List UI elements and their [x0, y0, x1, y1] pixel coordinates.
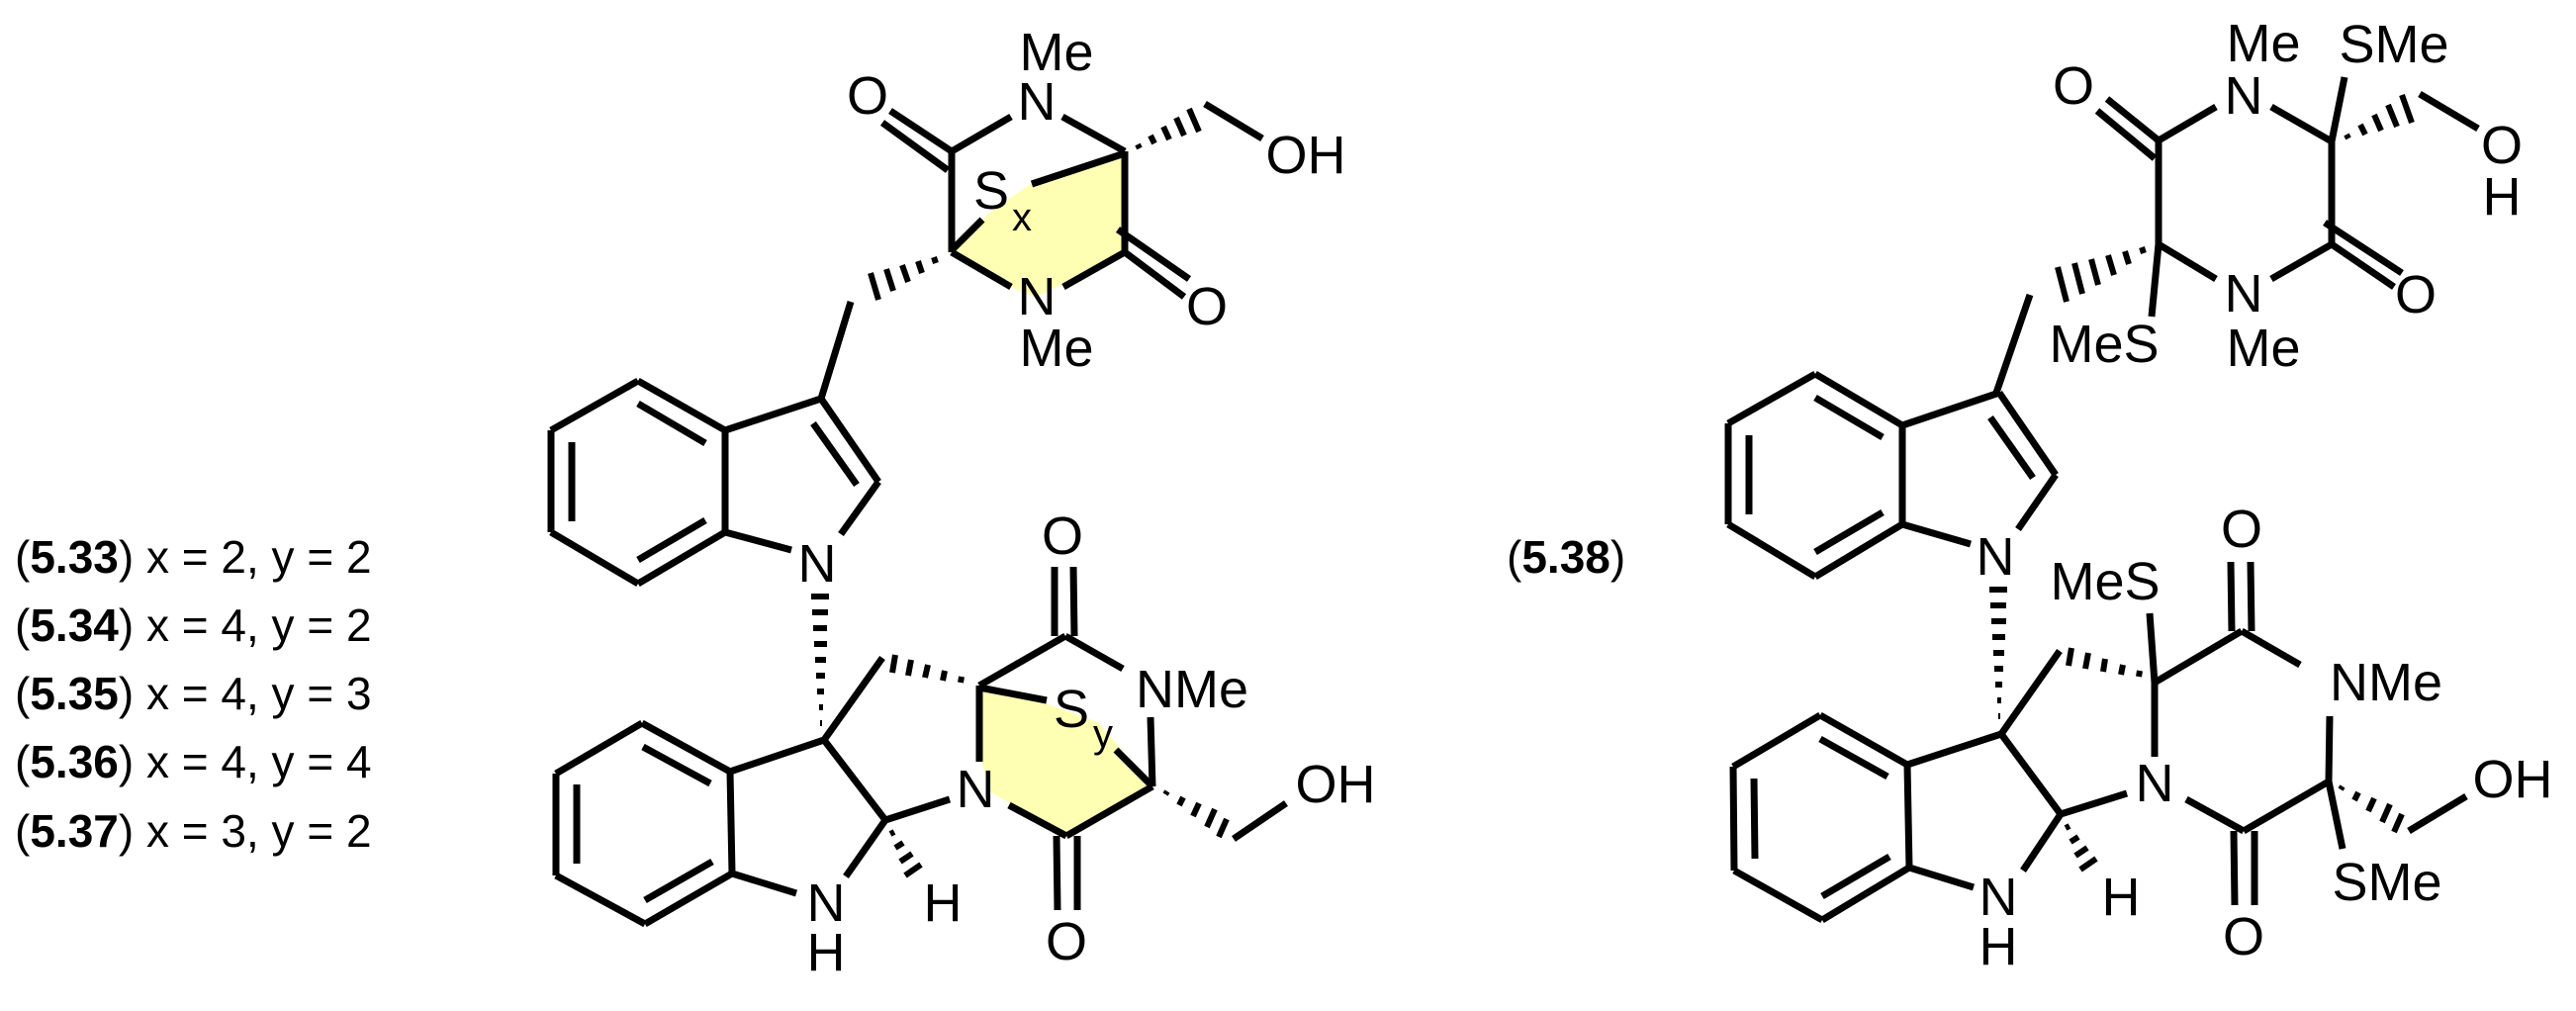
hashed-bond	[2344, 93, 2415, 140]
subscript-y: y	[1093, 712, 1113, 756]
atom-label-nitrogen: N	[1018, 267, 1057, 326]
lower-diketopiperazine	[975, 566, 1288, 911]
atom-label-sulfur: S	[1054, 680, 1089, 739]
hashed-bond	[1162, 789, 1230, 839]
compound-variant-labels: (5.33) x = 2, y = 2 (5.34) x = 4, y = 2 …	[15, 531, 372, 857]
atom-label-oxygen: O	[2395, 265, 2437, 324]
atom-label-oxygen: O	[1042, 506, 1083, 566]
upper-indole	[547, 377, 881, 588]
atom-label-methylthio: SMe	[2339, 15, 2448, 74]
top-disulfide-bridge-highlight	[952, 151, 1125, 297]
upper-indole	[1724, 370, 2059, 580]
hashed-bond	[2064, 823, 2098, 873]
lower-diketopiperazine	[2146, 561, 2468, 906]
subscript-x: x	[1012, 196, 1032, 239]
atom-label-oxygen: O	[2481, 116, 2523, 175]
atom-label-oxygen: O	[847, 66, 888, 126]
atom-label-nitrogen: N	[2225, 66, 2263, 126]
hashed-bond	[868, 256, 939, 301]
compound-label-5-38: (5.38)	[1507, 531, 1625, 583]
atom-label-indole-nitrogen: N	[1977, 527, 2015, 587]
top-diketopiperazine	[1992, 76, 2480, 395]
compound-label-5-33: (5.33) x = 2, y = 2	[15, 531, 372, 583]
hashed-bond-indole-to-pyrroloindoline	[811, 594, 829, 726]
atom-label-methyl: Me	[1019, 319, 1093, 378]
atom-label-oxygen: O	[2223, 907, 2264, 966]
atom-label-methylthio: MeS	[2050, 552, 2160, 611]
atom-label-methylthio: MeS	[2049, 315, 2159, 374]
compound-label-5-34: (5.34) x = 4, y = 2	[15, 599, 372, 651]
hashed-bond-indole-to-pyrroloindoline	[1989, 587, 2007, 719]
right-compound-structure: O N Me SMe O H O N Me MeS N MeS O NMe N …	[1724, 14, 2553, 976]
atom-label-nitrogen: N	[807, 873, 846, 933]
atom-label-methyl: Me	[1019, 23, 1093, 82]
atom-label-hydrogen: H	[1979, 917, 2018, 976]
right-atom-labels: O N Me SMe O H O N Me MeS N MeS O NMe N …	[1977, 14, 2553, 976]
atom-label-indole-nitrogen: N	[798, 534, 837, 594]
top-diketopiperazine	[817, 101, 1264, 401]
lower-pyrroloindoline	[1729, 647, 2143, 924]
atom-label-hydroxyl: OH	[1266, 126, 1346, 185]
atom-label-methylthio: SMe	[2332, 853, 2441, 912]
atom-label-hydrogen: H	[924, 873, 963, 933]
atom-label-hydrogen: H	[807, 923, 846, 982]
atom-label-n-methyl: NMe	[1136, 660, 1248, 719]
hashed-bond	[2055, 246, 2147, 303]
atom-label-oxygen: O	[2221, 500, 2262, 559]
compound-label-5-36: (5.36) x = 4, y = 4	[15, 736, 372, 787]
left-compound-structure: O N Me OH S x N Me O N O NMe S y N OH O …	[547, 23, 1376, 982]
atom-label-nitrogen: N	[2225, 264, 2263, 323]
atom-label-methyl: Me	[2226, 14, 2300, 73]
atom-label-hydrogen: H	[2483, 167, 2522, 227]
atom-label-hydroxyl: OH	[1296, 755, 1376, 814]
bottom-disulfide-bridge-highlight	[979, 686, 1152, 836]
atom-label-n-methyl: NMe	[2330, 653, 2442, 712]
atom-label-sulfur: S	[973, 161, 1009, 221]
left-atom-labels: O N Me OH S x N Me O N O NMe S y N OH O …	[798, 23, 1376, 982]
compound-label-5-37: (5.37) x = 3, y = 2	[15, 805, 372, 857]
hashed-bond	[2338, 784, 2405, 834]
lower-pyrroloindoline	[552, 654, 965, 928]
hashed-bond	[888, 829, 923, 878]
atom-label-nitrogen: N	[957, 760, 995, 819]
atom-label-nitrogen: N	[1018, 72, 1057, 132]
atom-label-hydrogen: H	[2102, 868, 2141, 927]
atom-label-oxygen: O	[1186, 277, 1228, 336]
atom-label-methyl: Me	[2226, 319, 2300, 378]
compound-label-5-35: (5.35) x = 4, y = 3	[15, 668, 372, 719]
atom-label-oxygen: O	[2053, 56, 2094, 116]
hashed-bond	[1135, 107, 1202, 150]
atom-label-nitrogen: N	[1979, 868, 2018, 927]
hashed-bond	[2066, 647, 2143, 678]
hashed-bond	[889, 654, 965, 684]
atom-label-nitrogen: N	[2136, 754, 2174, 813]
atom-label-hydroxyl: OH	[2473, 750, 2553, 809]
atom-label-oxygen: O	[1046, 912, 1087, 971]
